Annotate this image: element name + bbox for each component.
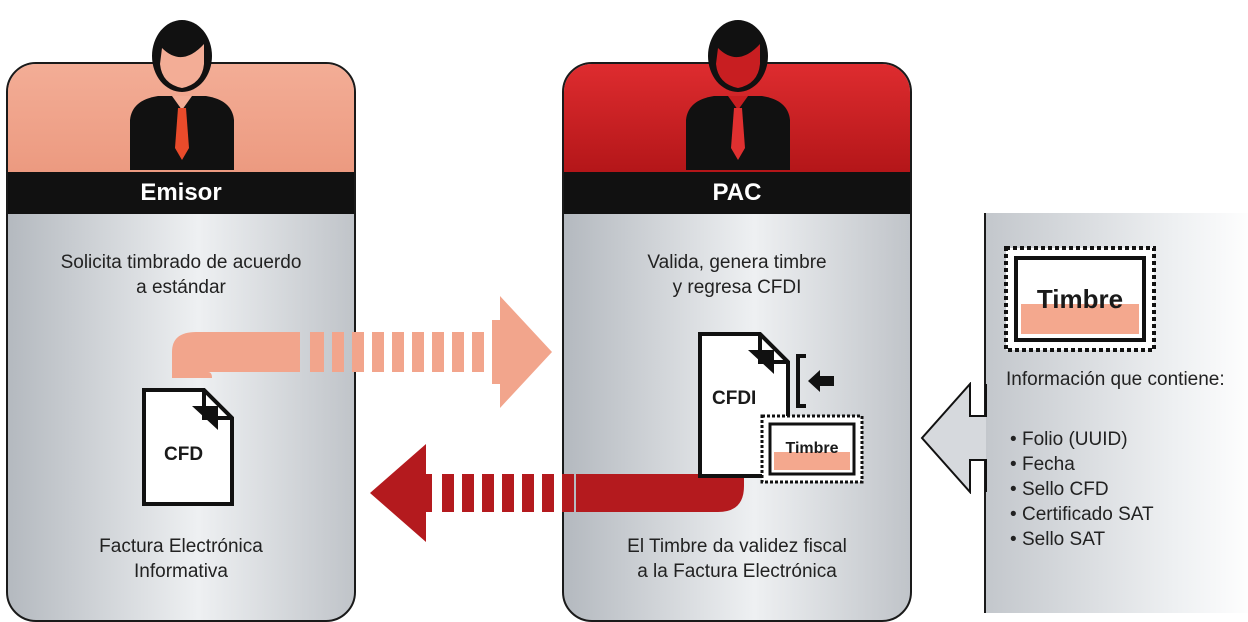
emisor-footer-line2: Informativa	[134, 561, 228, 582]
info-item-label: Certificado SAT	[1022, 504, 1154, 525]
timbre-stamp-icon	[1004, 246, 1156, 352]
emisor-description: Solicita timbrado de acuerdo a estándar	[8, 250, 354, 300]
emisor-description-line1: Solicita timbrado de acuerdo	[60, 252, 302, 273]
pac-stamp-label: Timbre	[785, 440, 839, 457]
pac-description-line2: y regresa CFDI	[672, 277, 802, 298]
insert-arrow-icon	[796, 354, 834, 408]
info-title: Información que contiene:	[1006, 369, 1225, 390]
info-stamp-label: Timbre	[1036, 284, 1124, 314]
cfd-label: CFD	[164, 444, 204, 465]
info-item: •Folio (UUID)	[1010, 429, 1128, 450]
pac-footer-line2: a la Factura Electrónica	[637, 561, 837, 582]
pac-businessman-icon	[686, 20, 790, 170]
info-item-label: Sello SAT	[1022, 529, 1106, 550]
info-item: •Fecha	[1010, 454, 1075, 475]
info-item: •Sello SAT	[1010, 529, 1106, 550]
pac-stamp-icon	[760, 414, 864, 484]
info-item-label: Folio (UUID)	[1022, 429, 1128, 450]
emisor-footer: Factura Electrónica Informativa	[8, 534, 354, 584]
info-list: •Folio (UUID) •Fecha •Sello CFD •Certifi…	[1010, 427, 1154, 552]
request-arrow	[172, 296, 552, 408]
pac-title: PAC	[564, 172, 910, 214]
emisor-description-line2: a estándar	[136, 277, 226, 298]
pac-description-line1: Valida, genera timbre	[647, 252, 827, 273]
info-pointer-arrow	[920, 382, 987, 494]
pac-description: Valida, genera timbre y regresa CFDI	[564, 250, 910, 300]
cfd-document-icon	[142, 388, 234, 506]
emisor-businessman-icon	[130, 20, 234, 170]
info-item-label: Fecha	[1022, 454, 1075, 475]
info-item: •Certificado SAT	[1010, 504, 1154, 525]
response-arrow	[370, 444, 744, 542]
emisor-footer-line1: Factura Electrónica	[99, 536, 263, 557]
pac-footer-line1: El Timbre da validez fiscal	[627, 536, 847, 557]
cfdi-label: CFDI	[712, 388, 757, 409]
info-item-label: Sello CFD	[1022, 479, 1109, 500]
info-item: •Sello CFD	[1010, 479, 1109, 500]
pac-footer: El Timbre da validez fiscal a la Factura…	[564, 534, 910, 584]
emisor-title: Emisor	[8, 172, 354, 214]
